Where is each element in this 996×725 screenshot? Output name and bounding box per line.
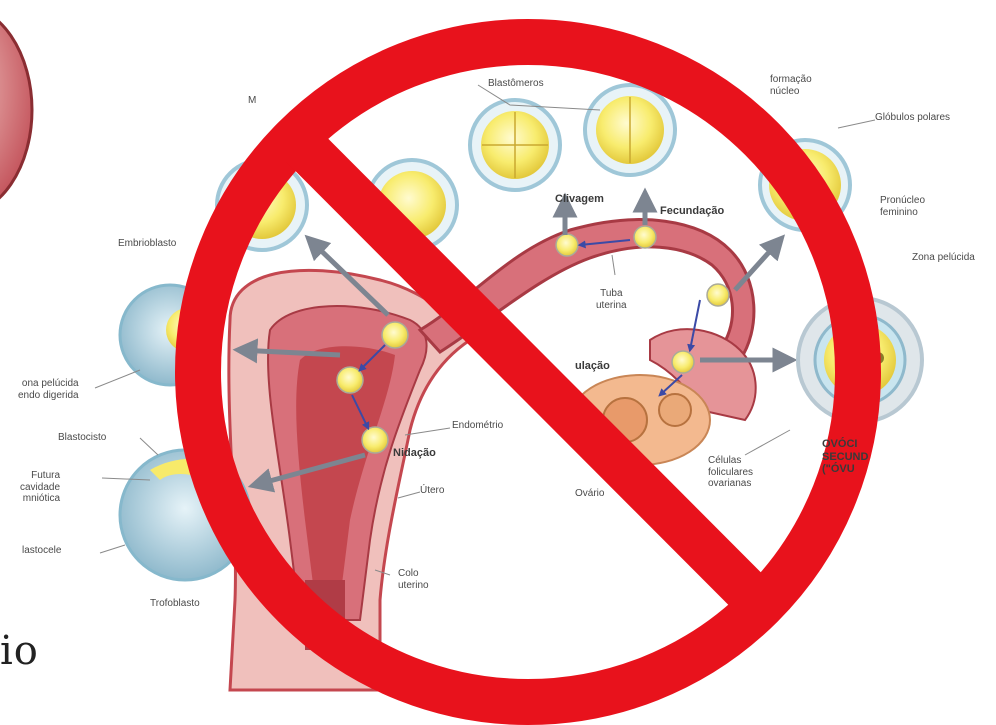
label-ovocito: OVÓCI SECUND ("ÓVU bbox=[822, 438, 868, 476]
label-zona-pelucida-right: Zona pelúcida bbox=[912, 252, 975, 264]
label-nidacao: Nidação bbox=[393, 447, 436, 460]
label-blastomeros: Blastômeros bbox=[488, 78, 544, 90]
partial-cell-top-left bbox=[0, 5, 32, 215]
label-trofoblasto: Trofoblasto bbox=[150, 598, 200, 610]
label-morula: M bbox=[248, 95, 256, 107]
label-tuba-uterina: Tuba uterina bbox=[596, 288, 627, 311]
label-futura-cavidade: Futura cavidade mniótica bbox=[20, 470, 60, 505]
label-blastocisto: Blastocisto bbox=[58, 432, 106, 444]
label-fecundacao: Fecundação bbox=[660, 205, 724, 218]
label-zona-pelucida-left: ona pelúcida endo digerida bbox=[18, 378, 79, 401]
label-globulos-polares: Glóbulos polares bbox=[875, 112, 950, 124]
bottom-word: io bbox=[0, 628, 39, 674]
label-pronucleo-feminino: Pronúcleo feminino bbox=[880, 195, 925, 218]
label-clivagem: Clivagem bbox=[555, 193, 604, 206]
label-endometrio: Endométrio bbox=[452, 420, 503, 432]
label-colo-uterino: Colo uterino bbox=[398, 568, 429, 591]
label-embrioblasto: Embrioblasto bbox=[118, 238, 176, 250]
label-ovario: Ovário bbox=[575, 488, 604, 500]
label-utero: Útero bbox=[420, 485, 444, 497]
label-celulas-foliculares: Células foliculares ovarianas bbox=[708, 455, 753, 490]
label-blastocele: lastocele bbox=[22, 545, 61, 557]
label-ovulacao: ulação bbox=[575, 360, 610, 373]
label-formacao-pronucleo: formação núcleo bbox=[770, 74, 812, 97]
